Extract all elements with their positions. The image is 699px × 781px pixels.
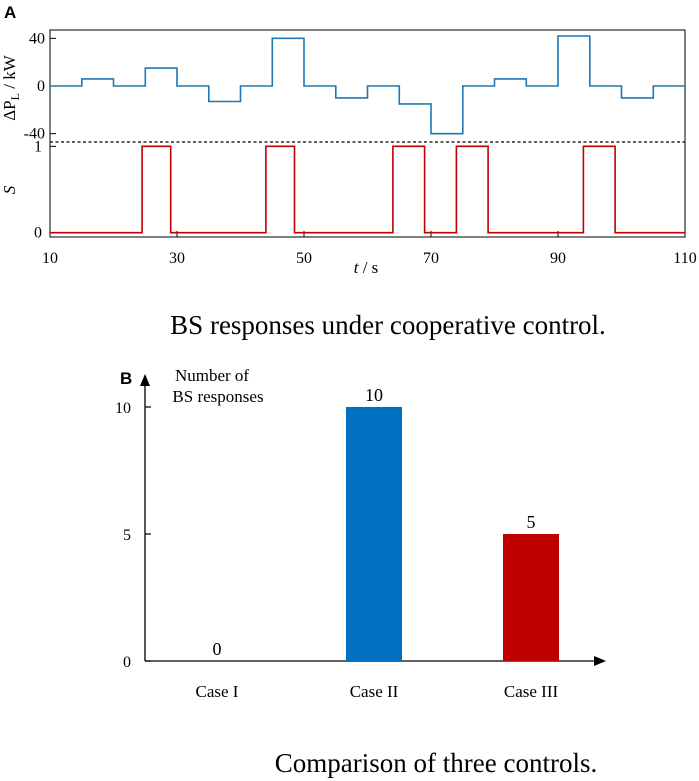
b-y-ticks: 0 5 10: [115, 400, 151, 671]
bar-case-iii: [503, 534, 559, 661]
b-y-tick-label: 0: [123, 654, 131, 671]
b-x-axis-arrow: [594, 656, 606, 666]
bar-value-label: 10: [365, 385, 383, 405]
lower-y-tick-label: 1: [34, 138, 42, 155]
b-y-tick-label: 10: [115, 400, 131, 417]
x-ticks: 10 30 50 70 90 110: [42, 231, 697, 267]
lower-y-tick-label: 0: [34, 225, 42, 242]
s-series: [50, 145, 685, 234]
upper-y-tick-label: 0: [37, 78, 45, 95]
delta-pl-series: [50, 35, 685, 135]
category-label: Case II: [350, 682, 399, 701]
panel-b-letter: B: [120, 369, 132, 388]
bar-case-ii: [346, 407, 402, 661]
x-tick-label: 10: [42, 250, 58, 267]
category-label: Case III: [504, 682, 559, 701]
bar-value-label: 0: [213, 639, 222, 659]
x-tick-label: 110: [673, 250, 696, 267]
panel-b-caption: Comparison of three controls.: [275, 748, 597, 778]
b-y-axis-arrow: [140, 374, 150, 386]
b-y-label-line2: BS responses: [172, 387, 263, 406]
x-axis-label: t / s: [354, 258, 379, 277]
upper-y-tick-label: -40: [24, 126, 45, 143]
upper-y-tick-label: 40: [29, 30, 45, 47]
bar-value-label: 5: [527, 512, 536, 532]
panel-a-letter: A: [4, 3, 16, 22]
lower-y-ticks: 10: [34, 138, 56, 242]
upper-y-label: ΔPL / kW: [0, 54, 22, 120]
x-tick-label: 70: [423, 250, 439, 267]
x-tick-label: 30: [169, 250, 185, 267]
panel-a-caption: BS responses under cooperative control.: [170, 310, 606, 340]
category-label: Case I: [196, 682, 239, 701]
x-tick-label: 90: [550, 250, 566, 267]
b-y-tick-label: 5: [123, 527, 131, 544]
b-y-label-line1: Number of: [175, 366, 249, 385]
lower-y-label: S: [0, 185, 19, 194]
x-tick-label: 50: [296, 250, 312, 267]
